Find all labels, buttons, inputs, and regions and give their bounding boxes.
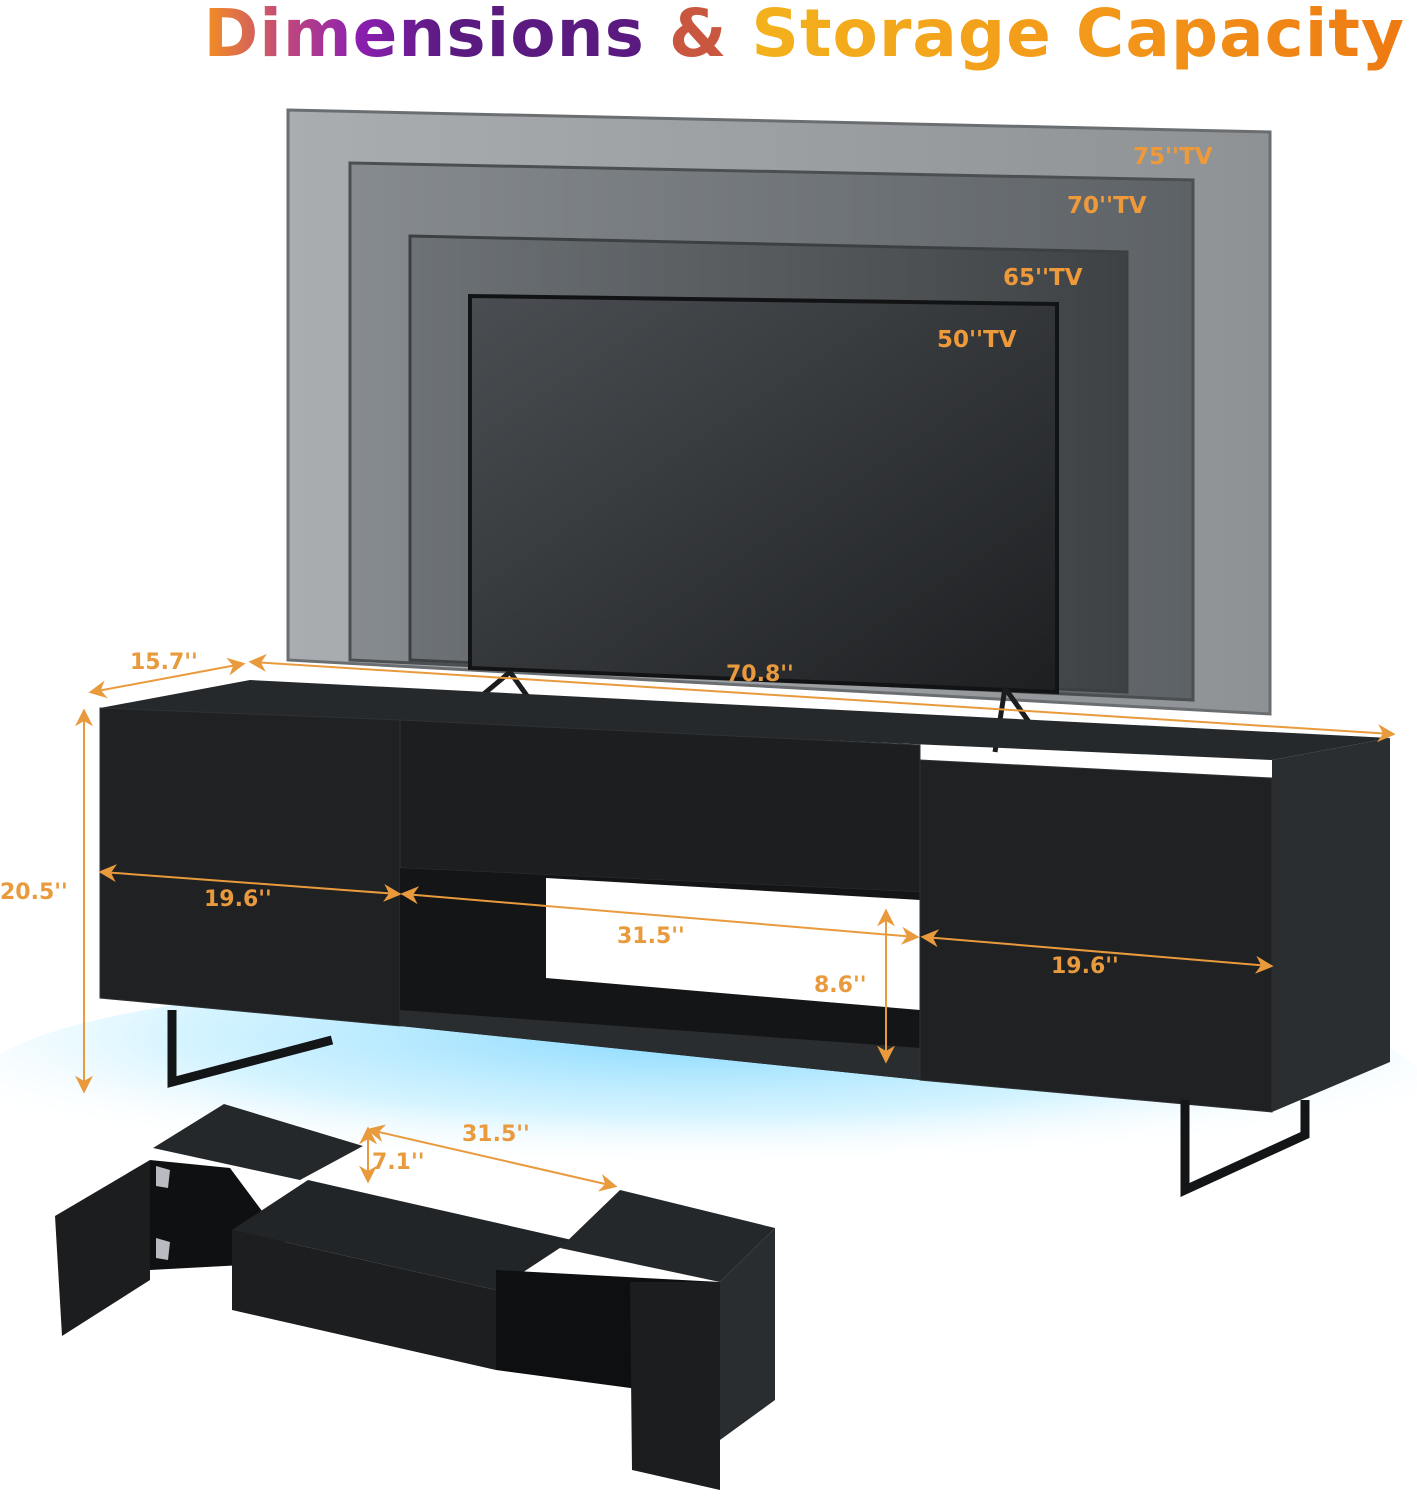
drawer-height-label: 7.1'': [372, 1150, 425, 1175]
open-shelf-height-label: 8.6'': [814, 973, 867, 998]
total-width-label: 70.8'': [726, 662, 794, 687]
open-left-top: [153, 1104, 363, 1180]
tv-size-comparison: [286, 108, 1272, 753]
left-leg: [167, 1010, 334, 1088]
tv-50-screen: [468, 293, 1059, 695]
open-right-side: [720, 1228, 775, 1440]
right-leg: [1180, 1100, 1310, 1198]
tv-65-label: 65''TV: [1003, 265, 1083, 291]
open-right-top: [560, 1190, 775, 1282]
shelf-width-line: [400, 886, 920, 945]
open-left-door: [55, 1160, 150, 1336]
middle-drawer: [399, 719, 921, 893]
right-cabinet-width-label: 19.6'': [1051, 954, 1119, 979]
left-cabinet-width-label: 19.6'': [204, 887, 272, 912]
height-label: 20.5'': [0, 880, 68, 905]
open-drawer-front: [232, 1230, 496, 1370]
right-cabinet-line: [920, 929, 1274, 974]
depth-label: 15.7'': [130, 650, 198, 675]
width-line: [248, 653, 1396, 743]
title-part-dimensions: Dimensions: [203, 0, 644, 72]
right-cabinet-door: [919, 759, 1273, 1113]
open-right-door: [630, 1282, 720, 1490]
dimension-lines: [75, 653, 1396, 1192]
shelf-floor: [400, 1010, 920, 1080]
hinge-icon-top: [156, 1166, 170, 1188]
title-part-storage: Storage Capacity: [751, 0, 1405, 72]
tv-70-label: 70''TV: [1067, 193, 1147, 219]
left-cabinet-door: [99, 707, 401, 1027]
title-part-ampersand: &: [668, 0, 728, 72]
drawer-width-line: [366, 1124, 618, 1192]
open-shelf-width-label: 31.5'': [617, 924, 685, 949]
open-drawer-top: [232, 1180, 572, 1290]
tv-50-label: 50''TV: [937, 327, 1017, 353]
hinge-icon-bottom: [156, 1238, 170, 1260]
page-title: Dimensions & Storage Capacity: [0, 0, 1417, 80]
depth-line: [88, 657, 246, 699]
left-cabinet-line: [98, 864, 402, 902]
drawer-width-label: 31.5'': [462, 1122, 530, 1147]
open-cabinet-view: [55, 1104, 775, 1490]
tv-75-label: 75''TV: [1133, 144, 1213, 170]
cabinet-right-side: [1272, 738, 1390, 1112]
